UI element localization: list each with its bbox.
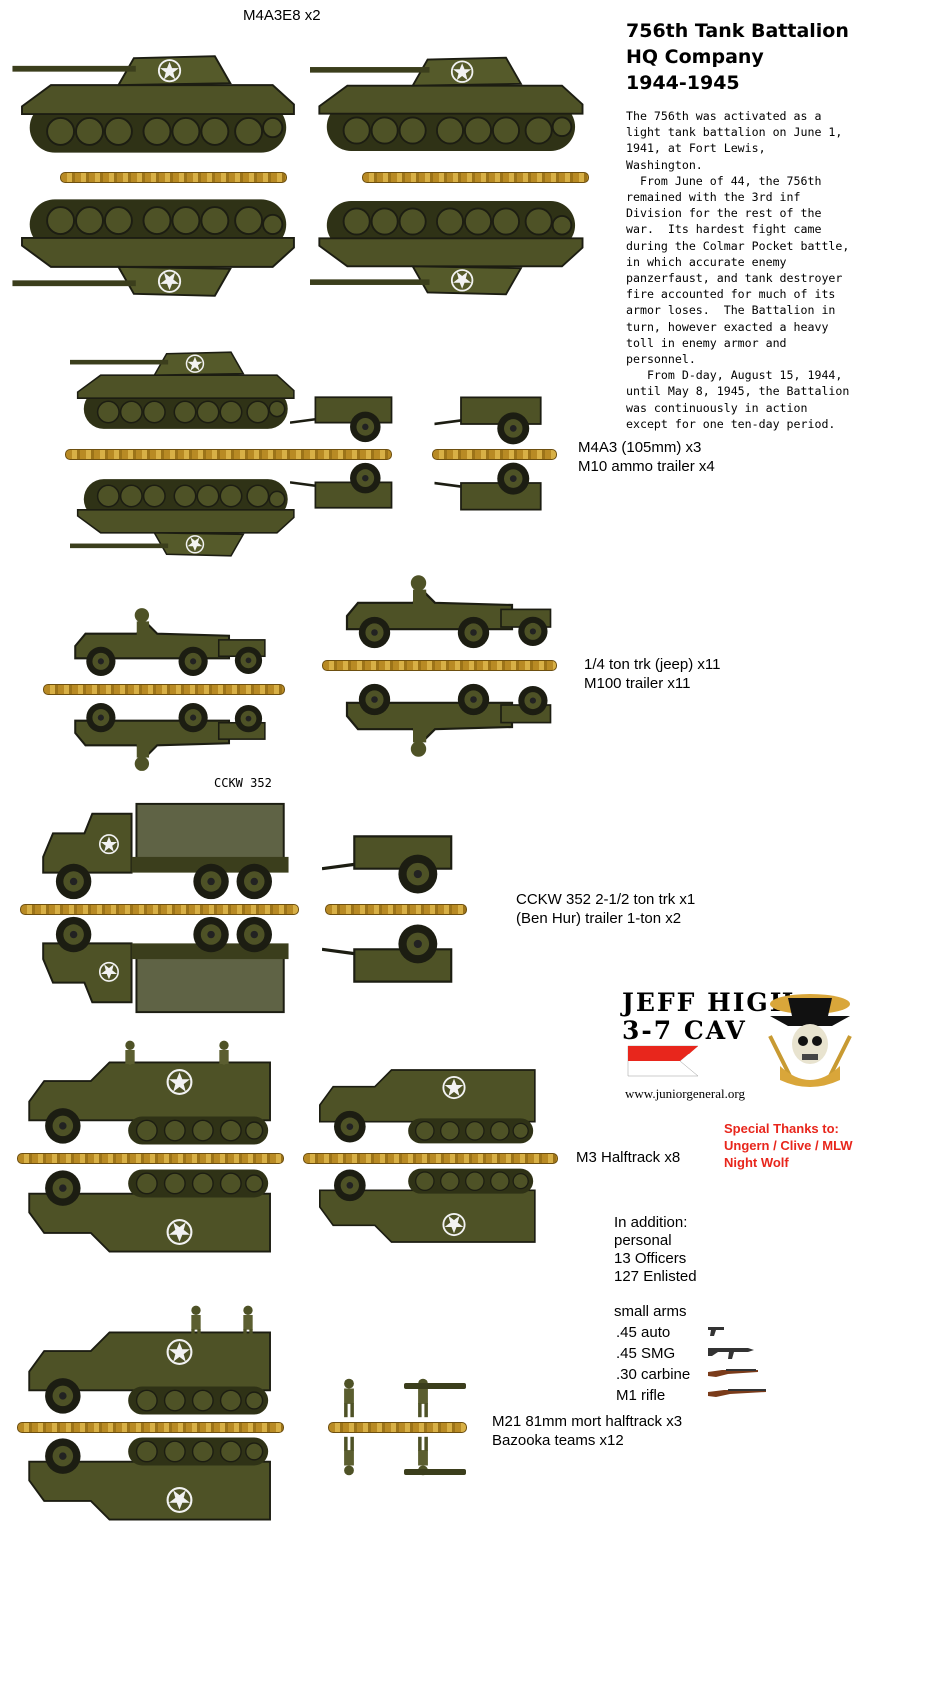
label-m3-halftrack: M3 Halftrack x8	[576, 1149, 681, 1166]
history-line: From June of 44, the 756th	[626, 173, 822, 188]
stand-base	[17, 1422, 284, 1433]
carbine-icon	[708, 1366, 760, 1378]
m3-halftrack-bottom-right	[300, 1162, 558, 1262]
history-line: in which accurate enemy	[626, 254, 787, 269]
thanks-heading: Special Thanks to:	[724, 1121, 839, 1136]
thanks-names: Night Wolf	[724, 1155, 789, 1170]
m4a3-105-tank-bottom	[70, 460, 300, 578]
small-arms-heading: small arms	[614, 1303, 687, 1320]
bazooka-team-soldier	[336, 1434, 362, 1476]
soldier-figure	[238, 1305, 258, 1345]
cavalry-skull-emblem	[760, 986, 860, 1094]
soldier-figure	[214, 1040, 234, 1080]
personnel-officers: 13 Officers	[614, 1250, 687, 1267]
small-arm-item: .45 SMG	[616, 1345, 676, 1362]
jeep-bottom-right	[336, 668, 556, 764]
stand-base	[17, 1153, 284, 1164]
soldier-figure	[186, 1305, 206, 1345]
m4a3e8-tank-bottom-right	[310, 182, 590, 317]
credit-name: JEFF HIGH	[622, 988, 796, 1017]
m10-trailer-attached-bottom	[290, 460, 400, 520]
m4a3e8-tank-top-left	[12, 35, 302, 170]
ben-hur-trailer-bottom	[322, 915, 462, 1003]
jeep-bottom-left	[60, 692, 275, 774]
ben-hur-trailer-top	[322, 815, 462, 903]
jeep-top-right	[336, 568, 556, 664]
m1-rifle-icon	[708, 1386, 768, 1398]
history-line: turn, however exacted a heavy	[626, 319, 829, 334]
stand-base	[43, 684, 285, 695]
credit-unit: 3-7 CAV	[622, 1016, 747, 1045]
history-line: toll in enemy armor and	[626, 335, 787, 350]
m10-trailer-attached-top	[290, 385, 400, 445]
history-line: The 756th was activated as a	[626, 109, 822, 123]
label-m4a3e8: M4A3E8 x2	[243, 7, 321, 24]
personnel-heading: In addition:	[614, 1214, 688, 1231]
stand-base	[60, 172, 287, 183]
label-cckw: CCKW 352 2-1/2 ton trk x1	[516, 891, 696, 908]
bazooka-icon	[404, 1382, 466, 1390]
small-arm-item: M1 rifle	[616, 1387, 666, 1404]
soldier-figure	[120, 1040, 140, 1080]
website-url[interactable]: www.juniorgeneral.org	[625, 1086, 745, 1101]
cckw-truck-top	[30, 798, 292, 906]
label-m10-trailer: M10 ammo trailer x4	[578, 458, 715, 475]
m4a3-105-tank-top	[70, 330, 300, 448]
history-line: panzerfaust, and tank destroyer	[626, 271, 843, 286]
cckw-truck-bottom	[30, 910, 292, 1018]
m3-halftrack-bottom-left	[14, 1162, 289, 1274]
small-arm-item: .45 auto	[616, 1324, 671, 1341]
history-line: armor loses. The Battalion in	[626, 303, 836, 318]
label-m4a3-105: M4A3 (105mm) x3	[578, 439, 702, 456]
label-jeep: 1/4 ton trk (jeep) x11	[584, 656, 721, 673]
label-m21-halftrack: M21 81mm mort halftrack x3	[492, 1413, 683, 1430]
stand-base	[322, 660, 557, 671]
history-line: Washington.	[626, 157, 703, 172]
history-line: light tank battalion on June 1,	[626, 125, 843, 140]
page-subtitle: HQ Company	[626, 46, 764, 68]
history-line: except for one ten-day period.	[626, 416, 836, 431]
history-line: personnel.	[626, 352, 696, 367]
history-text: The 756th was activated as a light tank …	[626, 108, 849, 432]
history-line: war. Its hardest fight came	[626, 222, 822, 237]
history-line: during the Colmar Pocket battle,	[626, 238, 850, 253]
thanks-names: Ungern / Clive / MLW	[724, 1138, 853, 1153]
history-line: until May 8, 1945, the Battalion	[626, 384, 850, 399]
label-cckw-caption: CCKW 352	[214, 776, 272, 790]
history-line: fire accounted for much of its	[626, 287, 836, 302]
history-line: Division for the rest of the	[626, 206, 822, 221]
page-title: 756th Tank Battalion	[626, 20, 849, 42]
pistol-icon	[708, 1325, 726, 1337]
page-years: 1944-1945	[626, 72, 740, 94]
m4a3e8-tank-top-right	[310, 35, 590, 170]
m10-trailer-bottom	[432, 460, 552, 522]
stand-base	[432, 449, 557, 460]
personnel-enlisted: 127 Enlisted	[614, 1268, 697, 1285]
history-line: 1941, at Fort Lewis,	[626, 141, 766, 156]
m21-halftrack-bottom	[14, 1430, 289, 1542]
personnel-sub: personal	[614, 1232, 672, 1249]
stand-base	[20, 904, 299, 915]
stand-base	[328, 1422, 467, 1433]
stand-base	[325, 904, 467, 915]
history-line: was continuously in action	[626, 400, 808, 415]
history-line: From D-day, August 15, 1944,	[626, 368, 843, 383]
m3-halftrack-top-left	[14, 1040, 289, 1152]
jeep-top-left	[60, 605, 275, 687]
m3-halftrack-top-right	[300, 1050, 558, 1150]
history-line: remained with the 3rd inf	[626, 190, 801, 205]
cavalry-guidon-flag	[627, 1045, 699, 1077]
m4a3e8-tank-bottom-left	[12, 182, 302, 317]
bazooka-icon	[404, 1468, 466, 1476]
label-ben-hur: (Ben Hur) trailer 1-ton x2	[516, 910, 682, 927]
stand-base	[303, 1153, 558, 1164]
label-m100-trailer: M100 trailer x11	[584, 675, 691, 692]
stand-base	[362, 172, 589, 183]
bazooka-team-soldier	[336, 1378, 362, 1420]
smg-icon	[708, 1344, 756, 1360]
m10-trailer-top	[432, 385, 552, 447]
stand-base	[65, 449, 392, 460]
label-bazooka: Bazooka teams x12	[492, 1432, 624, 1449]
small-arm-item: .30 carbine	[616, 1366, 691, 1383]
